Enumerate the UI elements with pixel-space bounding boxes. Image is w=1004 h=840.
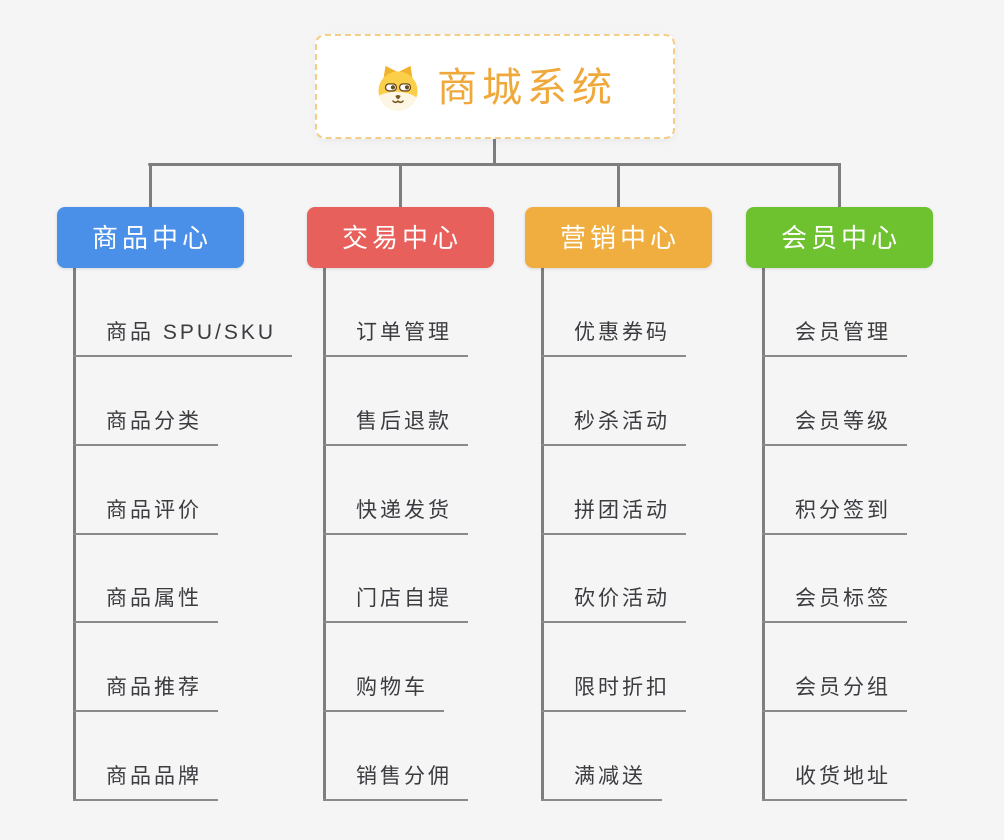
- branch-node-2[interactable]: 交易中心: [306, 207, 494, 268]
- dog-face-icon: [373, 62, 423, 112]
- child-topic[interactable]: 商品品牌: [73, 763, 218, 801]
- child-topic-label: 限时折扣: [574, 676, 670, 700]
- child-topic[interactable]: 商品属性: [73, 585, 218, 624]
- child-topic-label: 收货地址: [795, 765, 891, 788]
- child-topic[interactable]: 优惠券码: [541, 319, 686, 357]
- child-topic[interactable]: 售后退款: [323, 408, 468, 446]
- child-topic-label: 拼团活动: [574, 498, 670, 522]
- child-topic[interactable]: 会员标签: [762, 585, 907, 624]
- child-topic-label: 商品属性: [106, 587, 202, 611]
- child-topic-label: 优惠券码: [574, 321, 670, 344]
- child-topic-label: 快递发货: [356, 498, 452, 522]
- branch-node-1[interactable]: 商品中心: [56, 207, 244, 268]
- branch-label: 营销中心: [559, 222, 680, 253]
- connector-branch-drop: [398, 163, 402, 210]
- child-topic-label: 门店自提: [356, 587, 452, 611]
- child-topic[interactable]: 积分签到: [762, 497, 907, 535]
- child-topic-label: 会员管理: [795, 321, 891, 344]
- child-topic[interactable]: 销售分佣: [323, 763, 468, 801]
- child-topic[interactable]: 订单管理: [323, 319, 468, 357]
- child-topic[interactable]: 门店自提: [323, 585, 468, 624]
- child-topic[interactable]: 购物车: [323, 674, 444, 713]
- connector-horizontal-rail: [148, 163, 841, 166]
- child-topic[interactable]: 商品评价: [73, 497, 218, 535]
- child-topic[interactable]: 砍价活动: [541, 585, 686, 624]
- child-topic[interactable]: 拼团活动: [541, 497, 686, 535]
- connector-branch-drop: [148, 163, 152, 210]
- child-topic-label: 积分签到: [795, 498, 891, 522]
- child-topic-label: 售后退款: [356, 409, 452, 433]
- child-topic[interactable]: 限时折扣: [541, 674, 686, 713]
- branch-node-3[interactable]: 营销中心: [524, 207, 712, 268]
- child-topic[interactable]: 商品 SPU/SKU: [73, 319, 293, 357]
- child-topic[interactable]: 收货地址: [762, 763, 907, 801]
- branch-label: 交易中心: [341, 222, 462, 253]
- branch-label: 商品中心: [91, 222, 212, 253]
- child-topic-label: 会员分组: [795, 676, 891, 700]
- child-topic-label: 销售分佣: [356, 765, 452, 788]
- connector-branch-drop: [837, 163, 841, 210]
- child-topic[interactable]: 会员等级: [762, 408, 907, 446]
- child-topic-label: 购物车: [356, 676, 428, 700]
- child-topic[interactable]: 会员管理: [762, 319, 907, 357]
- child-topic-label: 商品评价: [106, 498, 202, 522]
- child-topic-label: 商品分类: [106, 409, 202, 433]
- connector-root-drop: [493, 139, 496, 165]
- child-topic-label: 秒杀活动: [574, 409, 670, 433]
- child-topic-label: 订单管理: [356, 321, 452, 344]
- child-topic-label: 商品 SPU/SKU: [106, 321, 277, 344]
- child-topic[interactable]: 商品推荐: [73, 674, 218, 713]
- child-topic-label: 会员标签: [795, 587, 891, 611]
- child-topic[interactable]: 满减送: [541, 763, 662, 801]
- branch-node-4[interactable]: 会员中心: [745, 207, 933, 268]
- child-topic-label: 会员等级: [795, 409, 891, 433]
- child-topic[interactable]: 商品分类: [73, 408, 218, 446]
- root-node[interactable]: 商城系统: [315, 34, 675, 139]
- branch-label: 会员中心: [780, 222, 901, 253]
- child-topic-label: 商品品牌: [106, 765, 202, 788]
- child-topic-label: 满减送: [574, 765, 646, 788]
- child-topic[interactable]: 秒杀活动: [541, 408, 686, 446]
- connector-branch-drop: [616, 163, 620, 210]
- child-topic-label: 商品推荐: [106, 676, 202, 700]
- child-topic[interactable]: 会员分组: [762, 674, 907, 713]
- child-topic-label: 砍价活动: [574, 587, 670, 611]
- child-topic[interactable]: 快递发货: [323, 497, 468, 535]
- root-title: 商城系统: [437, 65, 617, 110]
